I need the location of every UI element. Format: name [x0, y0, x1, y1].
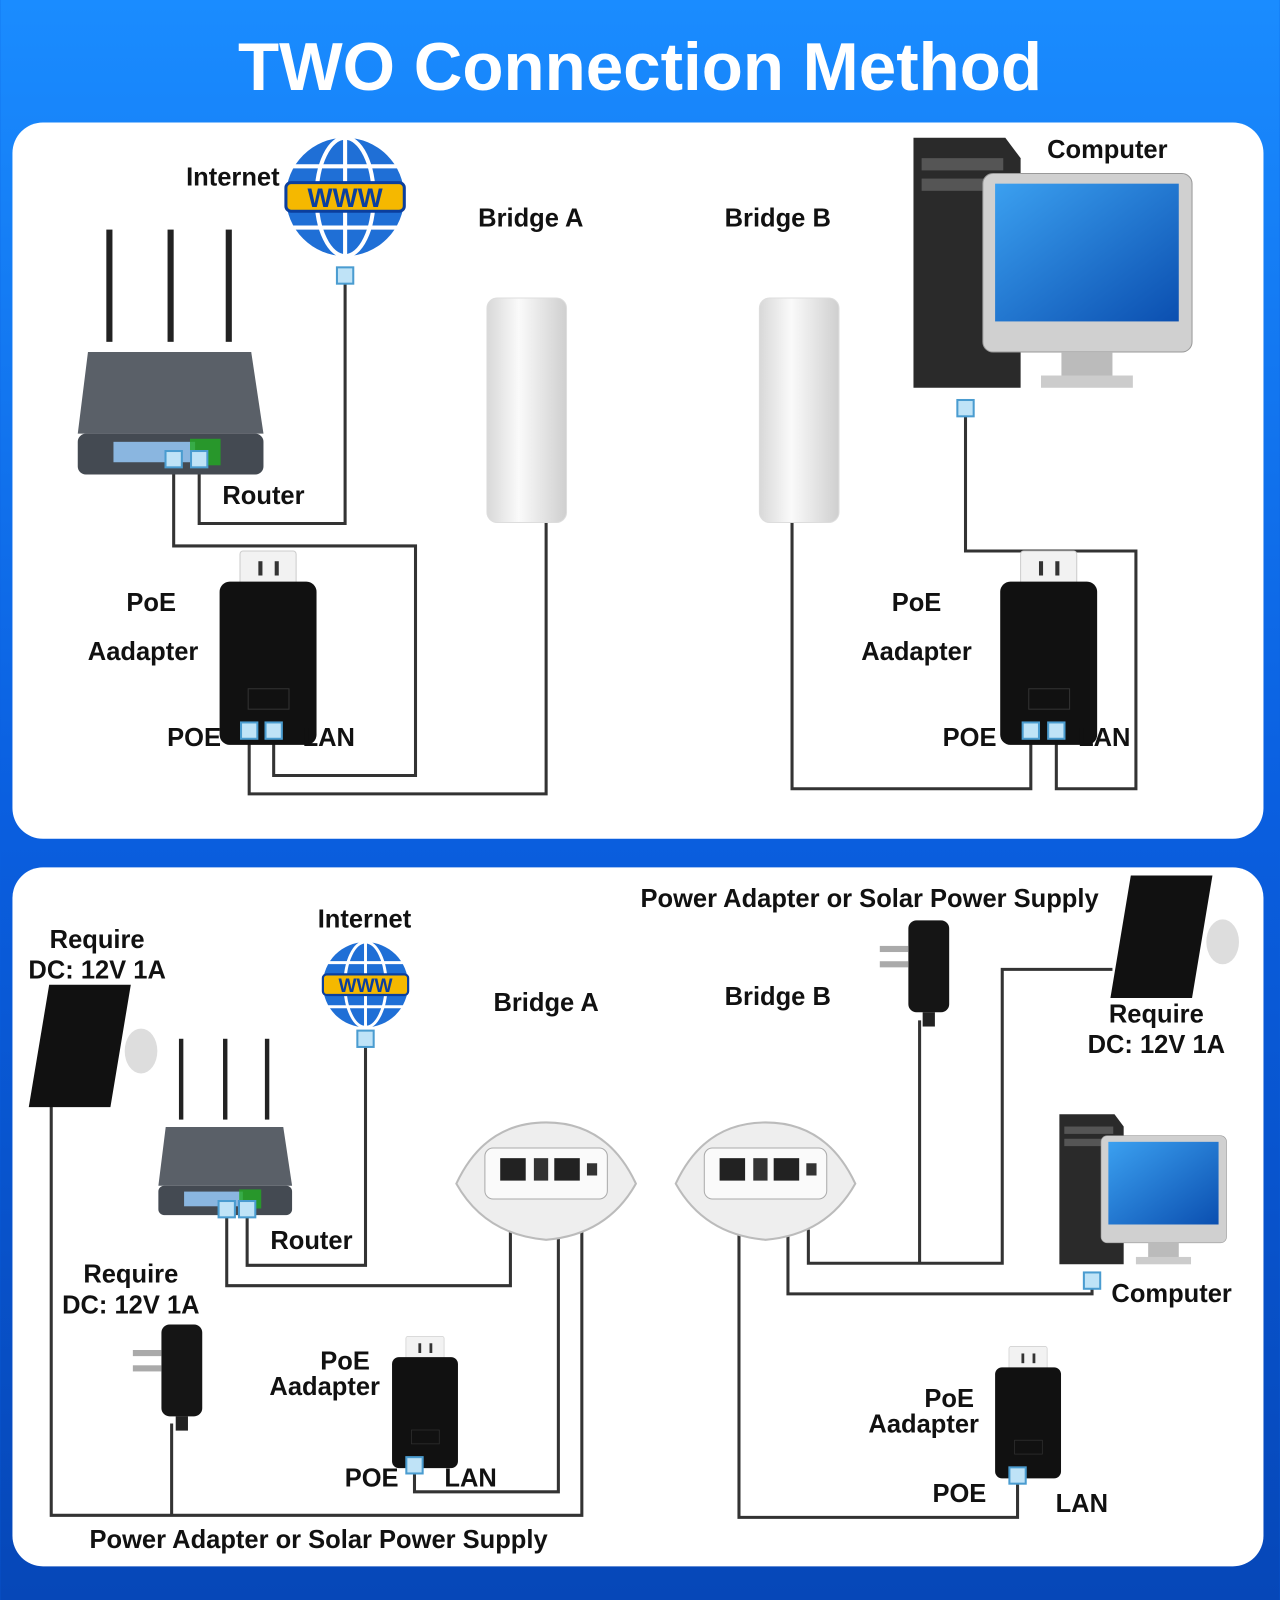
- bridge-b-label: Bridge B: [725, 205, 831, 233]
- internet-globe-icon: WWW: [286, 138, 404, 256]
- power-supply-label: Power Adapter or Solar Power Supply: [89, 1526, 548, 1554]
- port-icon: [189, 450, 209, 469]
- poe-port-label: POE: [943, 724, 997, 752]
- page-title: TWO Connection Method: [238, 30, 1042, 105]
- poe-adapter-label: PoE: [320, 1347, 370, 1375]
- solar-requirement-label: DC: 12V 1A: [28, 957, 165, 985]
- port-icon: [356, 1029, 375, 1048]
- internet-label: Internet: [318, 906, 412, 934]
- poe-adapter-label: PoE: [924, 1385, 974, 1413]
- router-label: Router: [270, 1227, 352, 1255]
- computer-icon: [912, 137, 1193, 389]
- port-icon: [1082, 1271, 1102, 1290]
- lan-port-label: LAN: [1056, 1490, 1108, 1518]
- method-two-panel: WWW Require DC: 12V 1A Internet Bridge A…: [12, 867, 1264, 1567]
- bridge-a-icon: [486, 297, 568, 523]
- wires: [172, 275, 1138, 796]
- computer-label: Computer: [1047, 136, 1167, 164]
- port-icon: [237, 1199, 257, 1219]
- port-icon: [405, 1456, 424, 1475]
- poe-adapter-label: Aadapter: [868, 1411, 979, 1439]
- lan-port-label: LAN: [303, 724, 355, 752]
- poe-adapter-label: PoE: [126, 589, 176, 617]
- power-supply-label: Power Adapter or Solar Power Supply: [641, 885, 1100, 913]
- internet-globe-icon: WWW: [321, 940, 410, 1029]
- svg-text:WWW: WWW: [308, 183, 383, 213]
- poe-adapter-label: Aadapter: [88, 638, 199, 666]
- computer-icon: [1059, 1113, 1227, 1265]
- port-icon: [217, 1199, 236, 1219]
- bridge-b-label: Bridge B: [725, 983, 831, 1011]
- poe-port-label: POE: [345, 1465, 399, 1493]
- adapter-requirement-label: DC: 12V 1A: [62, 1291, 199, 1319]
- bridge-b-icon: [758, 297, 840, 523]
- computer-label: Computer: [1111, 1280, 1231, 1308]
- port-icon: [239, 721, 259, 740]
- solar-requirement-label: DC: 12V 1A: [1088, 1031, 1225, 1059]
- poe-port-label: POE: [167, 724, 221, 752]
- method-one-panel: WWW Internet Router Bridge A Bridge B Co…: [12, 122, 1264, 839]
- svg-text:WWW: WWW: [338, 976, 392, 997]
- poe-adapter-label: PoE: [892, 589, 942, 617]
- port-icon: [1008, 1466, 1027, 1485]
- port-icon: [956, 398, 975, 418]
- bridge-a-label: Bridge A: [478, 205, 583, 233]
- poe-adapter-label: Aadapter: [269, 1373, 380, 1401]
- port-icon: [1047, 721, 1066, 740]
- lan-port-label: LAN: [1078, 724, 1130, 752]
- adapter-requirement-label: Require: [83, 1261, 178, 1289]
- port-icon: [164, 450, 183, 469]
- port-icon: [264, 721, 283, 740]
- poe-adapter-label: Aadapter: [861, 638, 972, 666]
- router-label: Router: [222, 482, 304, 510]
- lan-port-label: LAN: [444, 1465, 496, 1493]
- poe-port-label: POE: [932, 1480, 986, 1508]
- solar-requirement-label: Require: [50, 926, 145, 954]
- port-icon: [335, 266, 355, 285]
- internet-label: Internet: [186, 164, 280, 192]
- solar-requirement-label: Require: [1109, 1000, 1204, 1028]
- wires: [49, 967, 1113, 1519]
- port-icon: [1021, 721, 1041, 740]
- bridge-a-label: Bridge A: [493, 989, 598, 1017]
